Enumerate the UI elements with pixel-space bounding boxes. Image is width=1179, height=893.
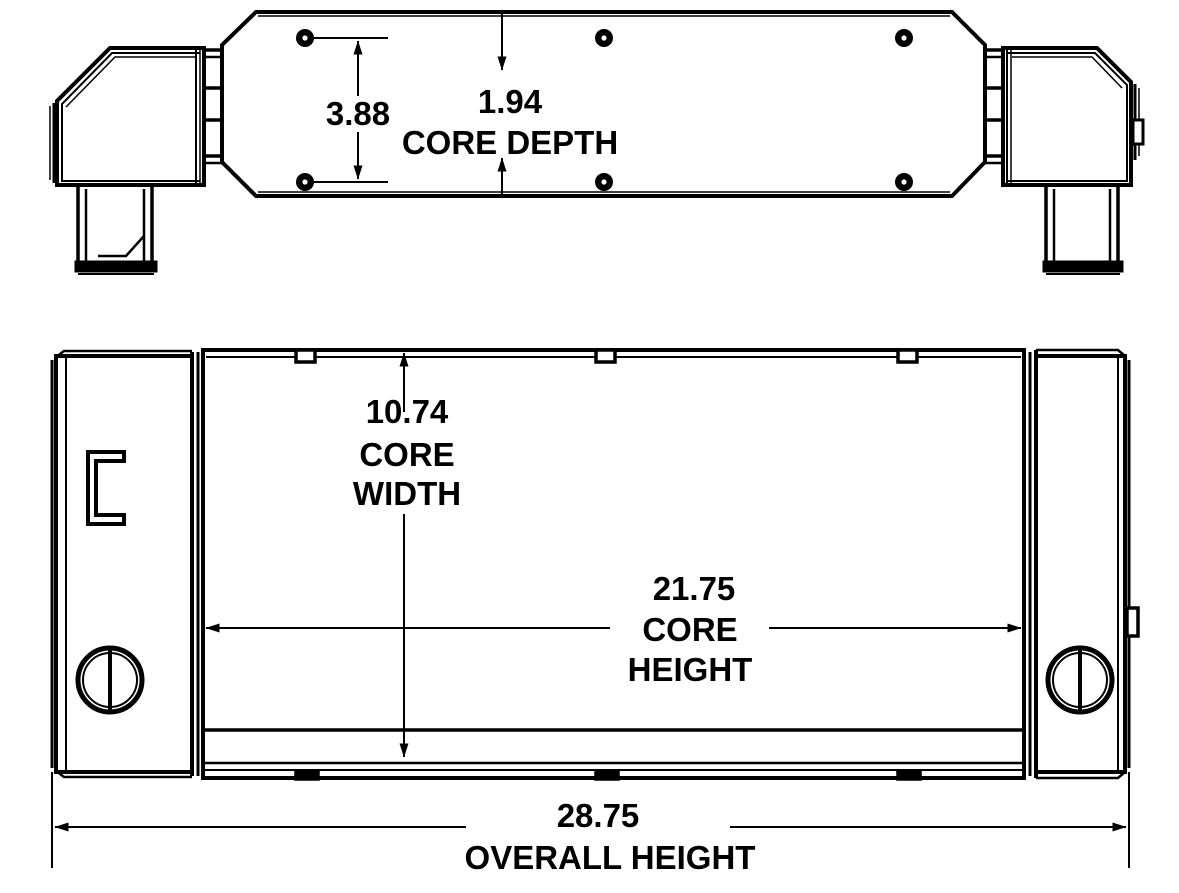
top-view [49,10,1145,275]
top-view-right-end-tank [1001,46,1145,187]
dimension-core-height-value: 21.75 [653,570,736,607]
top-view-mounting-holes [296,29,913,191]
dimension-hole-spacing-value: 3.88 [326,95,390,132]
dimension-hole-spacing [314,37,388,183]
top-view-core-body [220,10,987,198]
front-view-right-port [1045,645,1115,715]
front-view-left-end-tank [50,349,194,779]
mounting-hole [595,29,613,47]
dimension-core-depth-value: 1.94 [478,83,543,120]
front-view [50,348,1140,781]
dimension-overall-height [51,772,1130,868]
dimension-core-width-value: 10.74 [366,393,449,430]
front-view-left-port [75,645,145,715]
mounting-hole [296,29,314,47]
mounting-hole [595,173,613,191]
front-view-top-tabs [294,348,919,364]
top-view-left-flange [202,48,222,165]
top-view-left-nozzle [74,187,158,275]
dimension-core-width-label-1: CORE [359,436,454,473]
dimension-core-width-label-2: WIDTH [353,475,461,512]
top-view-left-end-tank [49,46,206,187]
dimension-core-height-label-2: HEIGHT [628,651,753,688]
front-view-left-clip-bracket [86,450,126,526]
top-view-right-nozzle [1042,187,1124,275]
front-view-right-end-tank [1034,348,1131,780]
dimension-core-depth-label: CORE DEPTH [402,124,618,161]
front-view-core-body [201,348,1026,780]
mounting-hole [895,173,913,191]
dimension-core-height-label-1: CORE [642,611,737,648]
mounting-hole [296,173,314,191]
dimension-overall-height-label: OVERALL HEIGHT [465,839,756,876]
dimension-overall-height-value: 28.75 [557,797,640,834]
front-view-right-side-tab [1125,606,1140,638]
front-view-bottom-tabs [294,769,922,781]
top-view-right-flange [985,48,1005,165]
mounting-hole [895,29,913,47]
